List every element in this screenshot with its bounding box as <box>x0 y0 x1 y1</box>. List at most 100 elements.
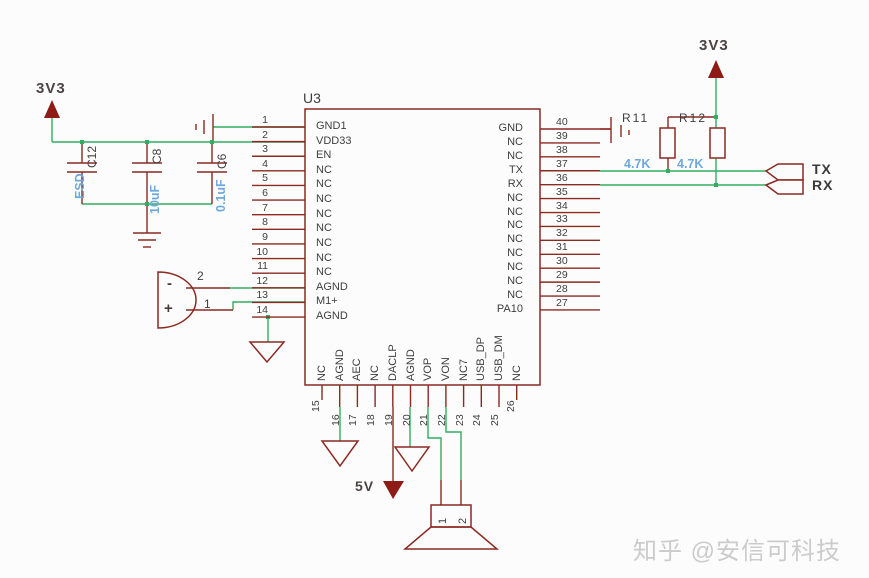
pin-label-bottom: AGND <box>333 349 346 381</box>
pin-number-left: 6 <box>262 187 268 200</box>
ground-symbol-pin1 <box>195 114 214 140</box>
pin-label-left: NC <box>316 163 332 176</box>
cap-value-c6: 0.1uF <box>214 179 228 212</box>
pin-number-bottom: 19 <box>382 414 395 426</box>
pin-number-bottom: 18 <box>365 414 378 426</box>
pin-label-left: NC <box>316 266 332 279</box>
port-label-tx: TX <box>812 161 832 177</box>
pin-stubs-group <box>252 126 611 407</box>
pin-number-right: 38 <box>556 143 568 156</box>
pin-label-bottom: NC <box>510 365 523 381</box>
pin-number-left: 9 <box>262 230 268 243</box>
pin-number-bottom: 25 <box>489 414 501 426</box>
pin-label-left: AGND <box>316 310 348 323</box>
mic-minus-sign: - <box>167 275 172 292</box>
speaker-symbol <box>402 480 500 550</box>
pin-label-bottom: VON <box>439 357 452 381</box>
pin-label-left: M1+ <box>316 295 338 308</box>
res-value-r12: 4.7K <box>677 157 704 171</box>
pin-number-left: 7 <box>262 201 268 214</box>
pin-number-bottom: 22 <box>435 414 448 426</box>
pin-number-right: 35 <box>556 185 568 198</box>
pin-number-right: 30 <box>556 255 568 268</box>
wires-group <box>51 78 766 480</box>
pin-number-bottom: 23 <box>453 414 466 426</box>
res-ref-r12: R12 <box>679 111 708 125</box>
pin-label-bottom: DACLP <box>386 344 399 381</box>
cap-value-c8: 10uF <box>148 184 162 214</box>
pin-label-bottom: VOP <box>422 357 435 381</box>
pin-label-left: VDD33 <box>316 134 352 147</box>
mic-pin-number-1: 1 <box>204 297 211 311</box>
pin-label-left: NC <box>316 178 332 191</box>
pin-number-left: 8 <box>262 216 268 229</box>
pin-number-bottom: 17 <box>347 414 360 426</box>
pin-number-right: 27 <box>556 296 568 309</box>
pin-label-bottom: USB_DP <box>475 336 488 381</box>
pin-label-right: NC <box>507 135 523 148</box>
pin-number-left: 13 <box>256 289 268 302</box>
pin-number-left: 5 <box>262 172 268 185</box>
pin-number-bottom: 15 <box>310 400 322 412</box>
pin-label-right: RX <box>507 177 523 190</box>
pin-number-bottom: 21 <box>418 414 431 426</box>
pin-number-left: 4 <box>262 157 268 170</box>
pin-label-right: NC <box>507 261 523 274</box>
net-label-3v3-right: 3V3 <box>699 37 729 54</box>
cap-ref-c12: C12 <box>85 145 99 168</box>
pin-number-right: 32 <box>556 227 568 240</box>
res-value-r11: 4.7K <box>624 157 651 171</box>
pin-label-right: NC <box>507 233 523 246</box>
pin-label-right: NC <box>507 149 523 162</box>
pin-label-left: EN <box>316 149 332 162</box>
pin-number-bottom: 26 <box>504 400 517 412</box>
net-label-3v3-left: 3V3 <box>36 80 66 97</box>
pin-label-bottom: USB_DM <box>493 335 505 381</box>
pin-number-right: 36 <box>556 171 568 184</box>
mic-pin-number-2: 2 <box>197 269 204 283</box>
capacitor-c8 <box>132 142 162 204</box>
chip-designator: U3 <box>303 90 321 106</box>
pin-number-right: 28 <box>556 283 568 296</box>
pin-number-right: 40 <box>556 116 568 128</box>
pin-number-right: 34 <box>556 199 568 212</box>
pin-label-right: NC <box>507 219 523 232</box>
power-arrow-3v3-right <box>708 60 724 78</box>
pin-label-right: NC <box>507 205 523 218</box>
pin-label-left: NC <box>316 251 332 264</box>
speaker-pin-number-2: 2 <box>457 517 469 524</box>
watermark: 知乎 @安信可科技 <box>633 538 842 565</box>
pin-label-left: NC <box>316 236 332 249</box>
pin-label-right: PA10 <box>496 302 523 315</box>
pin-number-bottom: 20 <box>400 414 413 426</box>
pin-label-left: NC <box>316 207 332 220</box>
junction-dots <box>80 115 718 319</box>
pin-number-left: 1 <box>262 114 268 126</box>
pin-label-right: GND <box>498 122 523 134</box>
pin-number-right: 31 <box>556 241 568 254</box>
cap-ref-c6: C6 <box>215 153 229 169</box>
pin-label-bottom: AEC <box>351 358 364 381</box>
uart-connector <box>764 163 804 195</box>
chip-outline <box>304 108 541 386</box>
cap-ref-c8: C8 <box>150 148 164 164</box>
mic-plus-sign: + <box>164 300 173 317</box>
pin-number-right: 39 <box>556 129 568 142</box>
speaker-pin-number-1: 1 <box>437 517 449 524</box>
pin-label-bottom: NC7 <box>457 358 470 381</box>
pin-label-left: GND1 <box>316 120 347 132</box>
resistor-r12 <box>709 127 726 159</box>
pin-label-right: TX <box>508 163 523 176</box>
ground-triangle-pin20 <box>393 446 431 473</box>
pin-number-left: 3 <box>262 143 268 156</box>
pin-number-right: 37 <box>556 157 568 170</box>
pin-label-right: NC <box>507 247 523 260</box>
res-ref-r11: R11 <box>622 111 650 125</box>
pin-label-bottom: NC <box>369 365 382 381</box>
net-label-5v: 5V <box>355 478 375 494</box>
pin-label-bottom: NC <box>316 365 328 381</box>
ground-triangle-pin16 <box>320 440 360 468</box>
pin-label-bottom: AGND <box>404 349 417 381</box>
